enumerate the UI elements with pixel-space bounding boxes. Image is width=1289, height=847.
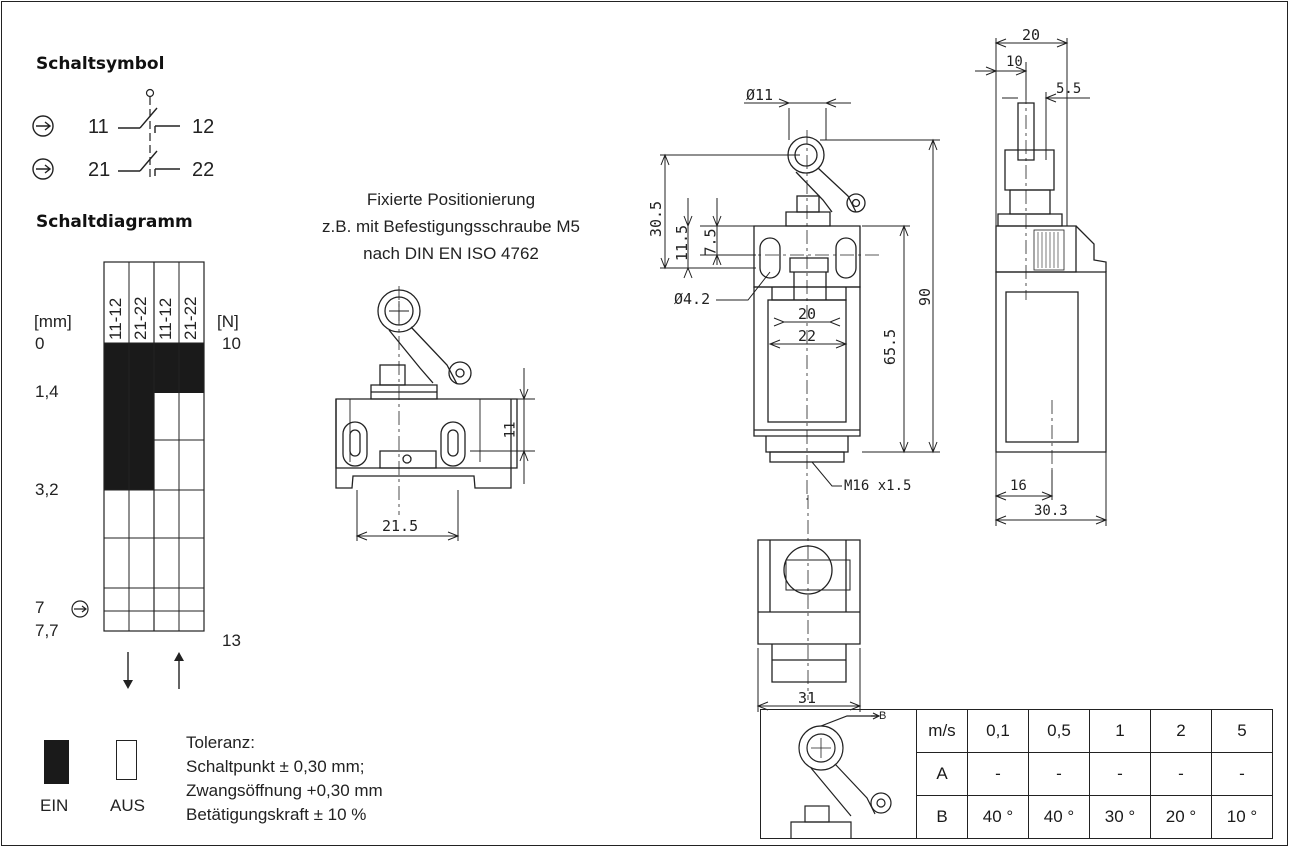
- side-dim-30-3: 30.3: [1034, 503, 1068, 519]
- speed-table-marker: B: [879, 710, 887, 722]
- legend-on-label: EIN: [40, 796, 69, 815]
- travel-0: 0: [35, 334, 45, 353]
- legend-on-swatch: [44, 740, 69, 784]
- side-dim-5-5: 5.5: [1056, 81, 1082, 97]
- table-row: m/s 0,1 0,5 1 2 5: [916, 709, 1273, 753]
- force-10: 10: [222, 334, 241, 353]
- table-row: B 40 ° 40 ° 30 ° 20 ° 10 °: [916, 795, 1273, 839]
- contact-22-label: 22: [192, 159, 215, 181]
- table-cell: m/s: [916, 709, 968, 753]
- speed-table-sketch: B: [760, 709, 917, 839]
- front-dim-22: 22: [798, 327, 817, 345]
- bottom-dim-31: 31: [798, 689, 817, 707]
- front-dim-20: 20: [798, 305, 817, 323]
- table-cell: 5: [1211, 709, 1273, 753]
- contact-12-label: 12: [192, 116, 215, 138]
- table-cell: 30 °: [1089, 795, 1151, 839]
- tolerance-line-2: Zwangsöffnung +0,30 mm: [186, 781, 383, 800]
- table-row: A - - - - -: [916, 752, 1273, 796]
- speed-table: m/s 0,1 0,5 1 2 5 A - - - - - B 40 ° 40 …: [916, 709, 1273, 839]
- force-unit: [N]: [217, 312, 239, 331]
- front-dim-thread: M16 x1.5: [844, 478, 912, 494]
- legend-off-label: AUS: [110, 796, 145, 815]
- table-cell: -: [1089, 752, 1151, 796]
- table-cell: 2: [1150, 709, 1212, 753]
- table-cell: -: [1028, 752, 1090, 796]
- tolerance-line-3: Betätigungskraft ± 10 %: [186, 805, 367, 824]
- travel-3-2: 3,2: [35, 480, 59, 499]
- fixed-positioning-caption: Fixierte Positionierung z.B. mit Befesti…: [322, 190, 580, 263]
- travel-1-4: 1,4: [35, 382, 59, 401]
- table-cell: 40 °: [967, 795, 1029, 839]
- fixed-dim-21-5: 21.5: [382, 517, 419, 535]
- front-dim-roller: Ø11: [746, 86, 774, 104]
- travel-7: 7: [35, 598, 45, 617]
- table-cell: 40 °: [1028, 795, 1090, 839]
- tolerance-title: Toleranz:: [186, 733, 255, 752]
- contact-11-label: 11: [88, 116, 109, 138]
- table-cell: 20 °: [1150, 795, 1212, 839]
- front-dim-hole: Ø4.2: [674, 290, 711, 308]
- tolerance-block: Toleranz: Schaltpunkt ± 0,30 mm; Zwangsö…: [186, 731, 383, 827]
- force-13: 13: [222, 631, 241, 650]
- table-cell: A: [916, 752, 968, 796]
- switching-symbol-title: Schaltsymbol: [36, 54, 165, 74]
- travel-7-7: 7,7: [35, 621, 59, 640]
- table-cell: -: [1211, 752, 1273, 796]
- table-cell: 0,5: [1028, 709, 1090, 753]
- table-cell: -: [1150, 752, 1212, 796]
- table-cell: B: [916, 795, 968, 839]
- table-cell: 1: [1089, 709, 1151, 753]
- table-cell: -: [967, 752, 1029, 796]
- contact-21-label: 21: [88, 159, 111, 181]
- table-cell: 0,1: [967, 709, 1029, 753]
- legend-off-swatch: [116, 740, 137, 780]
- side-dim-16: 16: [1010, 478, 1027, 494]
- side-dim-10: 10: [1006, 54, 1023, 70]
- tolerance-line-1: Schaltpunkt ± 0,30 mm;: [186, 757, 365, 776]
- travel-unit: [mm]: [34, 312, 72, 331]
- table-cell: 10 °: [1211, 795, 1273, 839]
- switching-diagram-title: Schaltdiagramm: [36, 212, 193, 232]
- side-dim-20: 20: [1022, 26, 1041, 44]
